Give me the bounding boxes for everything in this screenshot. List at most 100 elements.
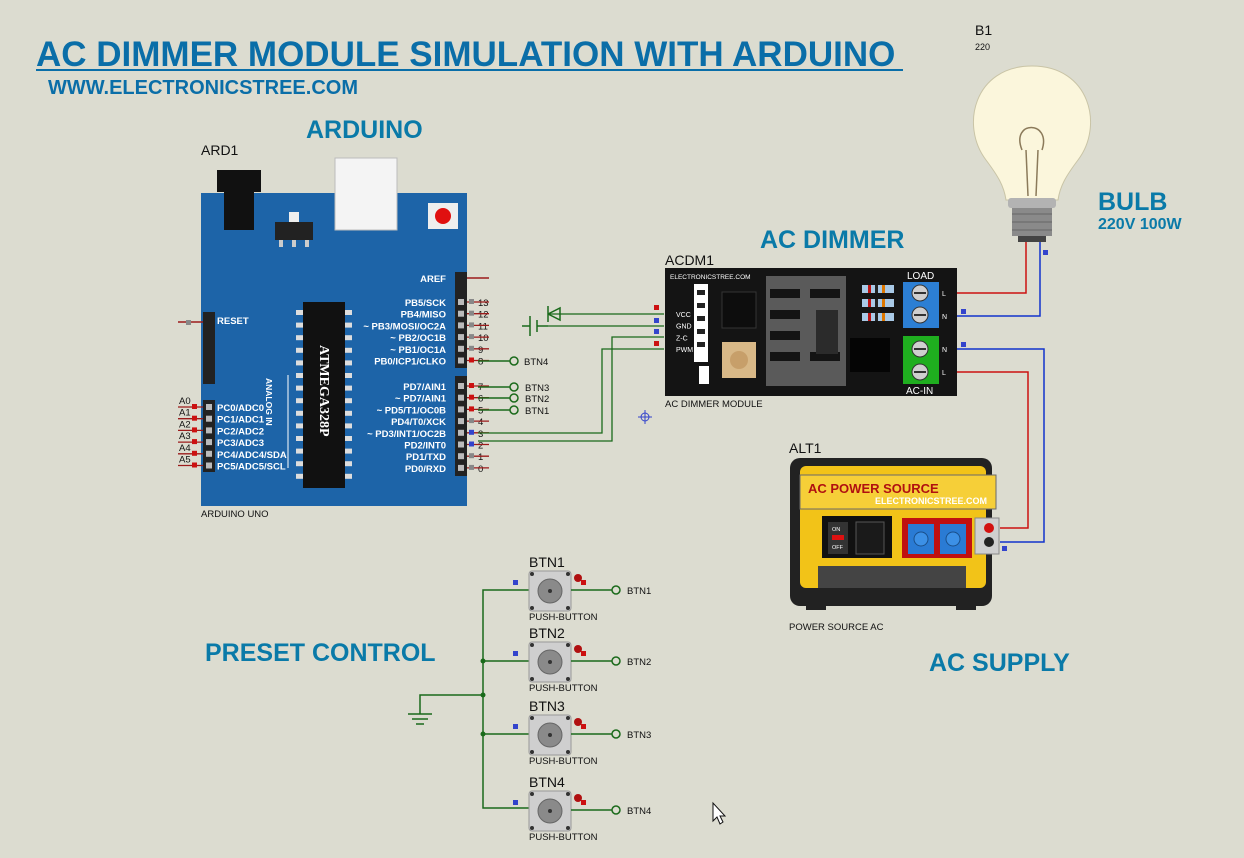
ac-power-source[interactable]: ALT1 AC POWER SOURCE ELECTRONICSTREE.COM… (789, 440, 1000, 633)
button-net-label: BTN3 (627, 730, 651, 741)
power-source-name: POWER SOURCE AC (789, 622, 884, 633)
dc-supply-symbol (522, 306, 561, 336)
bulb-filament (1019, 126, 1045, 151)
chip-label: ATMEGA328P (316, 345, 331, 437)
ac-dimmer-heading: AC DIMMER (760, 226, 904, 254)
pin-number: 6 (478, 394, 483, 405)
arduino-net-labels: BTN4 BTN3 BTN2 BTN1 (478, 356, 549, 417)
pin-number: 5 (478, 405, 483, 416)
optocoupler-ic (721, 291, 757, 329)
pin-label: PD1/TXD (406, 452, 446, 463)
bulb-neck (1008, 198, 1056, 208)
dimmer-header-pins (697, 290, 705, 347)
mouse-cursor-icon (712, 801, 727, 825)
dimmer-pin-label: VCC (676, 312, 691, 319)
button-type: PUSH-BUTTON (529, 756, 598, 767)
pin-number: 0 (478, 464, 483, 475)
resistors (862, 285, 894, 321)
button-net-label: BTN1 (627, 586, 651, 597)
net-label-btn4: BTN4 (524, 357, 548, 368)
svg-text:L: L (942, 291, 946, 298)
net-terminal (509, 356, 519, 366)
analog-pins: PC0/ADC0A0PC1/ADC1A1PC2/ADC2A2PC3/ADC3A3… (178, 396, 287, 473)
button-ref: BTN3 (529, 698, 565, 714)
pin-number: 11 (478, 321, 488, 332)
push-buttons: BTN1BTN1PUSH-BUTTONBTN2BTN2PUSH-BUTTONBT… (513, 554, 651, 843)
pin-number: 10 (478, 333, 489, 344)
crosshair-marker (638, 410, 652, 424)
net-label-btn2: BTN2 (525, 394, 549, 405)
analog-pin-label: PC1/ADC1 (217, 415, 265, 426)
pin-number: 13 (478, 298, 489, 309)
analog-pin-number: A0 (179, 396, 191, 407)
pin-label: ~ PD7/AIN1 (395, 394, 447, 405)
light-bulb[interactable]: B1 220 (972, 22, 1092, 255)
bulb-ref: B1 (975, 22, 992, 38)
digital-header-top (455, 272, 467, 368)
atmega-chip (303, 302, 345, 488)
pin-number: 12 (478, 310, 489, 321)
reset-header (203, 312, 215, 384)
triac-driver (850, 338, 890, 372)
reset-pin-label: RESET (217, 316, 249, 327)
pin-label: PD0/RXD (405, 464, 446, 475)
analog-pin-label: PC4/ADC4/SDA (217, 450, 287, 461)
arduino-uno[interactable]: ARD1 ATMEGA328P RESET ANALOG IN PC0/ADC0… (178, 142, 489, 520)
button-type: PUSH-BUTTON (529, 683, 598, 694)
signal-wires (478, 313, 664, 442)
pin-label: PB4/MISO (401, 310, 446, 321)
analog-pin-label: PC2/ADC2 (217, 426, 264, 437)
bulb-glass (972, 65, 1092, 201)
pin-label: PD2/INT0 (404, 441, 446, 452)
analog-pin-number: A4 (179, 443, 191, 454)
generator-brand: ELECTRONICSTREE.COM (875, 496, 987, 506)
svg-text:N: N (942, 314, 947, 321)
button-type: PUSH-BUTTON (529, 612, 598, 623)
dimmer-name: AC DIMMER MODULE (665, 399, 763, 410)
svg-text:N: N (942, 347, 947, 354)
pin-label: ~ PB1/OC1A (390, 345, 446, 356)
analog-in-label: ANALOG IN (264, 378, 274, 426)
analog-pin-number: A2 (179, 419, 191, 430)
power-jack (217, 170, 261, 192)
svg-text:ON: ON (832, 527, 840, 533)
svg-text:OFF: OFF (832, 545, 844, 551)
net-terminal (611, 729, 621, 739)
output-terminals[interactable] (974, 517, 1000, 555)
button-ref: BTN1 (529, 554, 565, 570)
ac-in-label: AC-IN (906, 386, 933, 397)
power-jack-body (224, 190, 254, 230)
generator-base (818, 566, 966, 588)
website-label: WWW.ELECTRONICSTREE.COM (48, 77, 358, 99)
svg-text:L: L (942, 370, 946, 377)
bulb-heading: BULB (1098, 188, 1167, 216)
net-terminal (611, 656, 621, 666)
pin-number: 4 (478, 417, 483, 428)
pin-label: PB0/ICP1/CLKO (374, 357, 446, 368)
generator-title: AC POWER SOURCE (808, 481, 939, 496)
aref-pin-label: AREF (420, 274, 446, 285)
analog-pin-number: A3 (179, 431, 191, 442)
pin-number: 1 (478, 452, 483, 463)
pin-label: ~ PB2/OC1B (390, 333, 446, 344)
button-type: PUSH-BUTTON (529, 832, 598, 843)
ac-wiring (957, 242, 1045, 543)
pin-label: PD7/AIN1 (403, 382, 446, 393)
voltage-regulator (275, 222, 313, 240)
pin-number: 8 (478, 357, 483, 368)
dimmer-ref: ACDM1 (665, 252, 714, 268)
arduino-name: ARDUINO UNO (201, 509, 269, 520)
analog-header (203, 400, 215, 472)
pin-number: 2 (478, 441, 483, 452)
ac-supply-heading: AC SUPPLY (929, 649, 1070, 677)
analog-pin-label: PC3/ADC3 (217, 438, 264, 449)
usb-connector (334, 157, 398, 231)
preset-control-heading: PRESET CONTROL (205, 639, 436, 667)
power-source-ref: ALT1 (789, 440, 822, 456)
